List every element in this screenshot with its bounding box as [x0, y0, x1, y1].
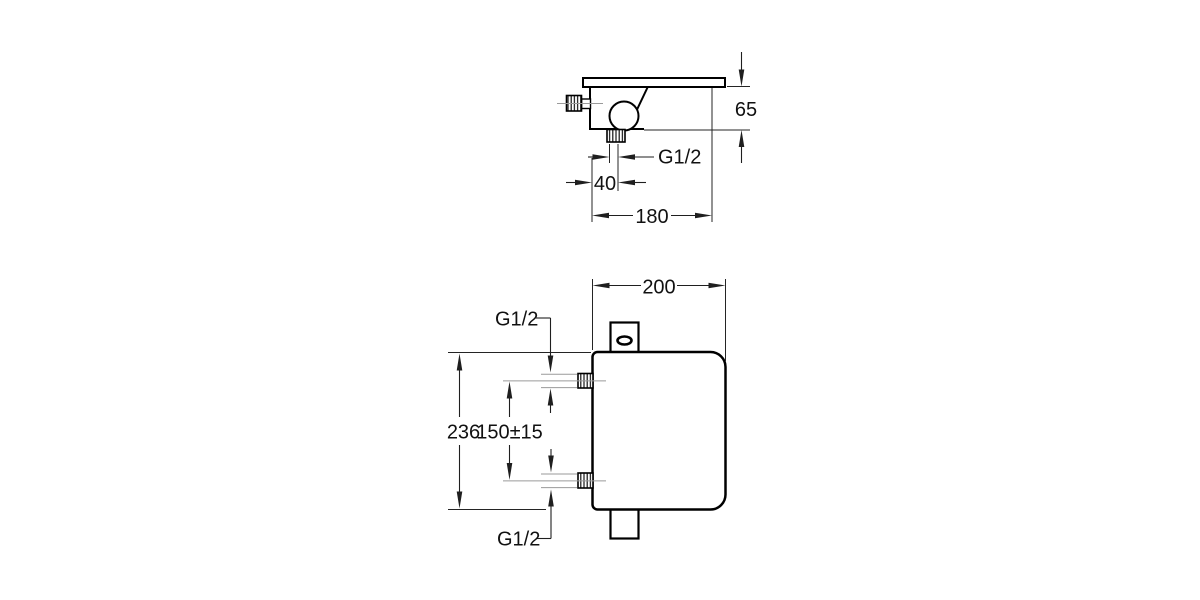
- spout-knob: [608, 100, 640, 132]
- dim-width: 200: [592, 277, 726, 299]
- arrowhead-up-icon: [456, 353, 463, 371]
- arrowhead-up-icon: [548, 489, 554, 507]
- dim-inlet-spacing-label: 150±15: [476, 422, 543, 444]
- front-view: 200 G1/2 236 150±15: [447, 277, 727, 551]
- side-view: G1/2 40 180 65: [557, 52, 757, 228]
- dim-bottom-inlet-thread: G1/2: [497, 449, 554, 551]
- dim-width-label: 200: [642, 277, 675, 299]
- arrowhead-left-icon: [592, 212, 609, 219]
- arrowhead-left-icon: [592, 282, 610, 289]
- arrowhead-right-icon: [695, 212, 712, 219]
- arrowhead-down-icon: [506, 463, 513, 480]
- arrowhead-right-icon: [708, 282, 726, 289]
- arrowhead-up-icon: [506, 381, 513, 399]
- dim-body-height-label: 236: [447, 422, 480, 444]
- arrowhead-down-icon: [738, 69, 745, 87]
- arrowhead-up-icon: [738, 130, 745, 147]
- top-protrusion-slot: [616, 335, 633, 346]
- arrowhead-right-icon: [575, 179, 592, 186]
- arrowhead-left-icon: [618, 179, 635, 186]
- arrowhead-up-icon: [547, 388, 554, 406]
- dim-outlet-thread: G1/2: [588, 147, 701, 169]
- dim-inlet-spacing: 150±15: [476, 381, 543, 480]
- dim-height-label: 65: [735, 99, 757, 121]
- dim-outlet-thread-label: G1/2: [658, 147, 701, 169]
- arrowhead-down-icon: [547, 355, 554, 373]
- arrowhead-left-icon: [618, 154, 635, 160]
- arrowhead-down-icon: [456, 491, 463, 509]
- arrowhead-right-icon: [592, 154, 610, 160]
- bottom-protrusion: [609, 506, 640, 540]
- mixer-body: [591, 350, 727, 511]
- dim-top-inlet-thread-label: G1/2: [495, 309, 538, 331]
- dim-bottom-inlet-thread-label: G1/2: [497, 529, 540, 551]
- dim-body-height: 236: [447, 353, 480, 509]
- spout-outlet-thread: [606, 128, 626, 143]
- dim-depth-label: 180: [635, 206, 668, 228]
- dim-depth: 180: [592, 206, 712, 228]
- dim-height: 65: [735, 52, 757, 163]
- dim-outlet-offset-label: 40: [594, 173, 616, 195]
- dim-outlet-offset: 40: [566, 173, 646, 195]
- arrowhead-down-icon: [548, 455, 554, 473]
- spout-wall-plate: [582, 77, 726, 88]
- dim-top-inlet-thread: G1/2: [495, 309, 554, 413]
